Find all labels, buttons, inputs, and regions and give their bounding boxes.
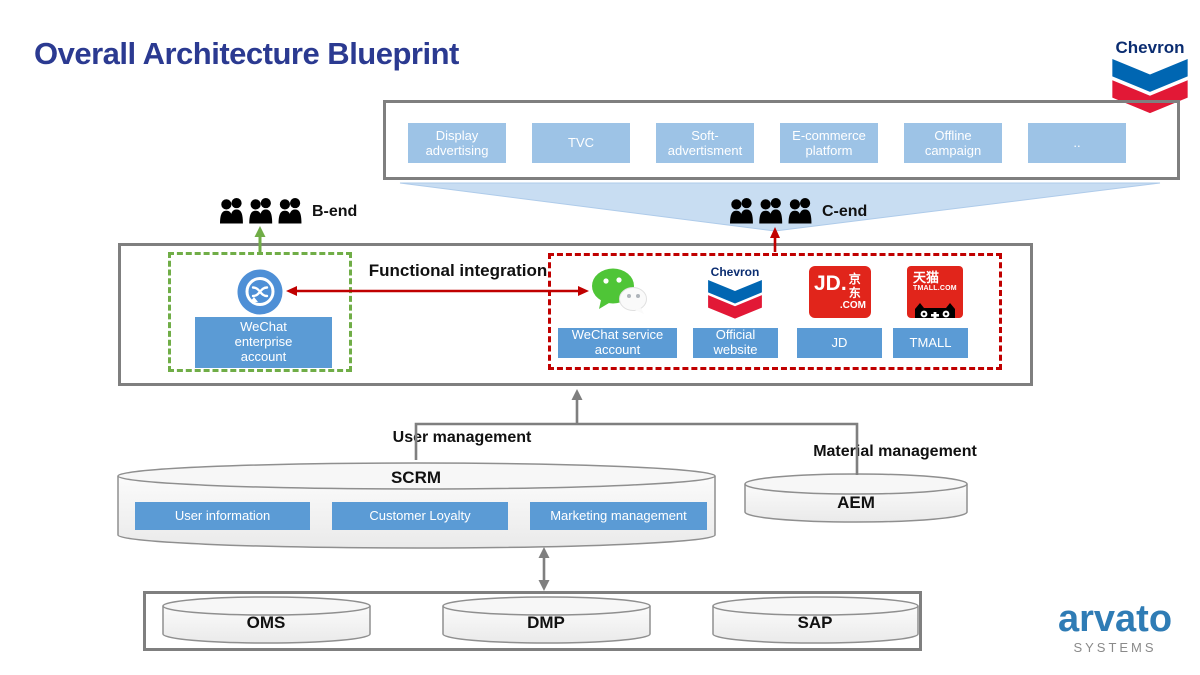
backend-panel [143,591,922,651]
b-end-label: B-end [312,203,358,220]
jd-logo-main: JD. [814,272,847,296]
channels-panel [383,100,1180,180]
tmall-box: TMALL [893,328,968,358]
c-end-label: C-end [822,203,868,220]
scrm-module-user-information: User information [135,502,310,530]
jd-logo-cn: 京东 [848,272,861,300]
wechat-icon [591,266,649,321]
b-end-users-icon [220,198,304,231]
dmp-title: DMP [527,613,565,632]
gray-arrowhead-up [571,389,583,400]
chevron-logo: Chevron [1108,38,1192,115]
arvato-wordmark: arvato [1057,598,1173,640]
arvato-logo: arvato SYSTEMS [1040,600,1190,655]
chevron-mini-logo: Chevron [703,265,767,320]
user-management-label: User management [392,429,532,446]
sap-title: SAP [797,613,833,632]
chevron-wordmark: Chevron [1115,38,1185,57]
tmall-logo: 天猫 TMALL.COM [907,266,963,318]
channel-ecommerce-platform: E-commerce platform [780,123,878,163]
chevron-mini-hallmark-icon [708,280,762,319]
official-website-box: Official website [693,327,778,358]
oms-title: OMS [246,613,286,632]
tmall-cat-icon [915,303,955,318]
c-end-users-icon [730,198,814,231]
consumer-zone [548,253,1002,370]
scrm-module-customer-loyalty: Customer Loyalty [332,502,508,530]
touchpoint-panel [118,243,1033,386]
tmall-logo-cn: 天猫 [913,270,940,285]
jd-logo-sub: .COM [839,299,866,311]
jd-box: JD [797,328,882,358]
gray-double-arrow-backend [538,547,550,591]
chevron-mini-wordmark: Chevron [710,265,760,279]
wechat-work-icon [237,269,283,320]
enterprise-zone [168,252,352,372]
wechat-service-account-box: WeChat service account [558,327,677,358]
jd-logo: JD. 京东 .COM [809,266,871,318]
tmall-logo-sub: TMALL.COM [913,285,957,293]
channel-tvc: TVC [532,123,630,163]
arvato-systems-label: SYSTEMS [1073,640,1157,655]
channel-display-advertising: Display advertising [408,123,506,163]
chevron-hallmark-icon [1112,59,1188,114]
channel-offline-campaign: Offline campaign [904,123,1002,163]
scrm-title: SCRM [390,468,442,487]
functional-integration-label: Functional integration [368,261,548,280]
page-title: Overall Architecture Blueprint [34,36,459,71]
channel-soft-advertisment: Soft-advertisment [656,123,754,163]
aem-title: AEM [837,493,875,512]
wechat-enterprise-account-box: WeChat enterprise account [195,317,332,368]
scrm-module-marketing-management: Marketing management [530,502,707,530]
material-management-label: Material management [813,443,977,460]
channel-more: .. [1028,123,1126,163]
